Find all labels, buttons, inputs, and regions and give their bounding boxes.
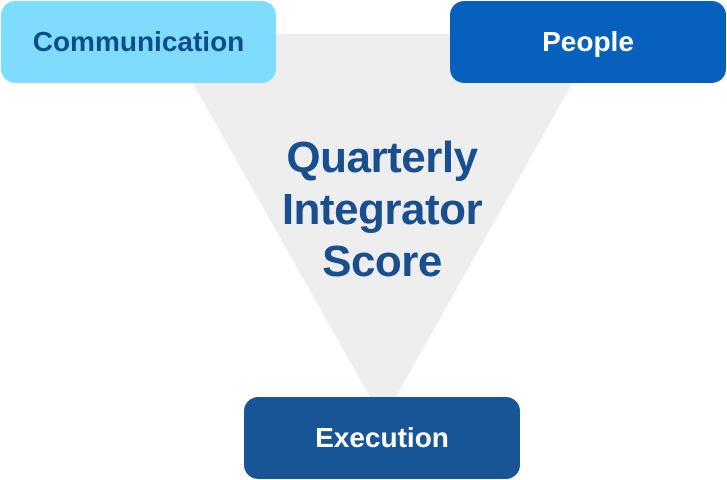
communication-node: Communication bbox=[1, 1, 276, 83]
center-title-line-3: Score bbox=[322, 237, 442, 286]
triangle-shape bbox=[165, 34, 600, 420]
center-title-line-1: Quarterly bbox=[286, 133, 478, 182]
center-title: Quarterly Integrator Score bbox=[222, 132, 542, 288]
execution-label: Execution bbox=[315, 422, 449, 453]
people-label: People bbox=[542, 26, 634, 57]
communication-label: Communication bbox=[32, 26, 245, 57]
execution-node: Execution bbox=[244, 397, 520, 479]
people-node: People bbox=[450, 1, 726, 83]
center-title-line-2: Integrator bbox=[281, 185, 483, 234]
